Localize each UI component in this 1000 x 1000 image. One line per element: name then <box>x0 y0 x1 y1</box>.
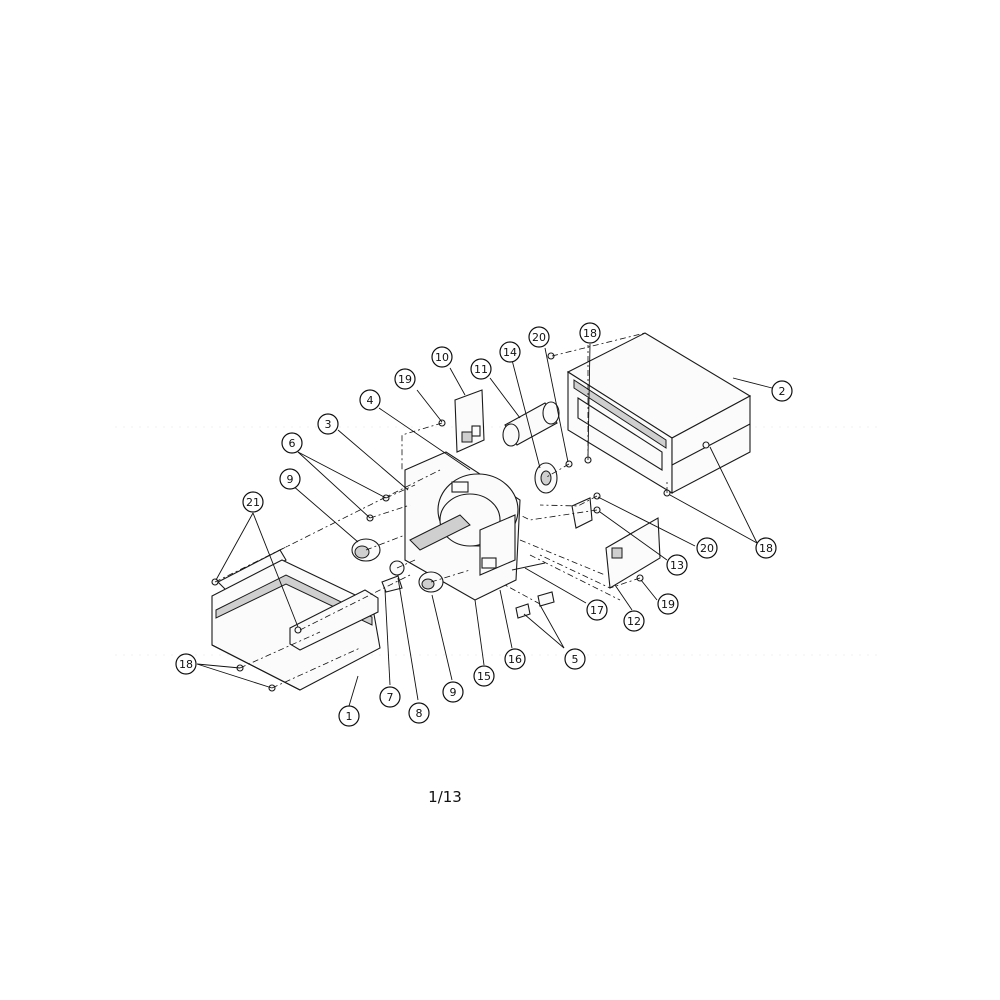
svg-text:3: 3 <box>325 418 332 431</box>
svg-text:18: 18 <box>759 542 773 555</box>
callout-3: 3 <box>317 413 339 435</box>
svg-text:2: 2 <box>779 385 786 398</box>
callout-21: 21 <box>242 491 264 513</box>
page-number: 1/13 <box>428 788 462 806</box>
svg-text:4: 4 <box>367 394 374 407</box>
callout-15: 15 <box>473 665 495 687</box>
chassis-and-motor <box>404 451 521 601</box>
drive-gear <box>534 462 558 494</box>
callout-1: 1 <box>338 705 360 727</box>
callout-12: 12 <box>623 610 645 632</box>
svg-text:20: 20 <box>532 331 546 344</box>
svg-text:5: 5 <box>572 653 579 666</box>
svg-text:8: 8 <box>416 707 423 720</box>
callout-9: 9 <box>279 468 301 490</box>
callout-18: 18 <box>579 322 601 344</box>
callout-18: 18 <box>755 537 777 559</box>
svg-text:9: 9 <box>450 686 457 699</box>
callout-11: 11 <box>470 358 492 380</box>
small-bracket <box>381 560 405 593</box>
svg-text:19: 19 <box>661 598 675 611</box>
callout-10: 10 <box>431 346 453 368</box>
svg-text:11: 11 <box>474 363 488 376</box>
capacitor <box>502 401 560 447</box>
svg-text:18: 18 <box>179 658 193 671</box>
callout-17: 17 <box>586 599 608 621</box>
callout-7: 7 <box>379 686 401 708</box>
callout-9: 9 <box>442 681 464 703</box>
callout-6: 6 <box>281 432 303 454</box>
callout-20: 20 <box>528 326 550 348</box>
leader-lines <box>196 343 773 707</box>
callout-16: 16 <box>504 648 526 670</box>
terminal-pins <box>515 591 555 619</box>
svg-text:16: 16 <box>508 653 522 666</box>
callout-19: 19 <box>394 368 416 390</box>
svg-text:6: 6 <box>289 437 296 450</box>
receiver-board <box>571 497 661 589</box>
svg-text:7: 7 <box>387 691 394 704</box>
limit-rod <box>511 562 546 571</box>
svg-text:15: 15 <box>477 670 491 683</box>
svg-text:18: 18 <box>583 327 597 340</box>
callout-2: 2 <box>771 380 793 402</box>
front-lens-cover <box>211 549 381 691</box>
svg-text:19: 19 <box>398 373 412 386</box>
svg-text:1: 1 <box>346 710 353 723</box>
svg-text:9: 9 <box>287 473 294 486</box>
callout-13: 13 <box>666 554 688 576</box>
svg-text:17: 17 <box>590 604 604 617</box>
callout-19: 19 <box>657 593 679 615</box>
svg-text:10: 10 <box>435 351 449 364</box>
callout-18: 18 <box>175 653 197 675</box>
callout-14: 14 <box>499 341 521 363</box>
callout-8: 8 <box>408 702 430 724</box>
logic-board-small <box>454 389 485 453</box>
svg-text:20: 20 <box>700 542 714 555</box>
svg-text:12: 12 <box>627 615 641 628</box>
callout-5: 5 <box>564 648 586 670</box>
svg-text:14: 14 <box>503 346 517 359</box>
svg-text:13: 13 <box>670 559 684 572</box>
callout-20: 20 <box>696 537 718 559</box>
housing-cover <box>566 332 752 494</box>
callout-4: 4 <box>359 389 381 411</box>
svg-text:21: 21 <box>246 496 260 509</box>
